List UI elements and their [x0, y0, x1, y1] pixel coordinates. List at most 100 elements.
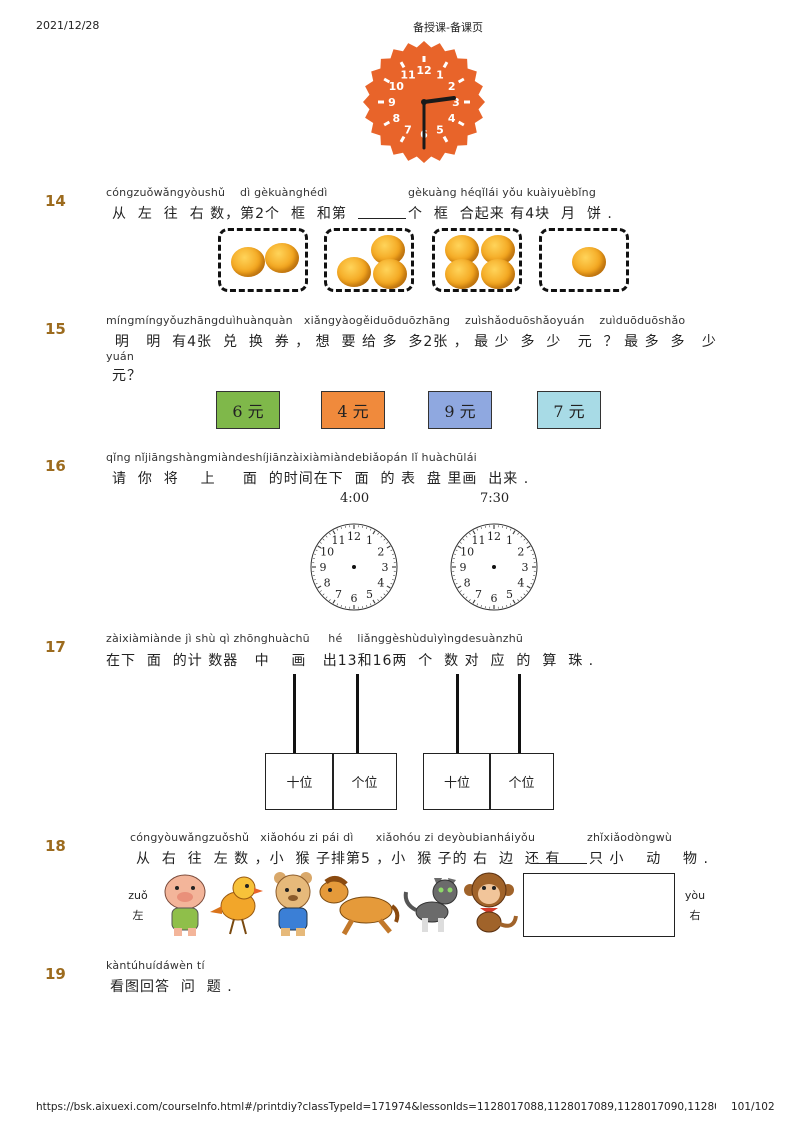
clock-number: 1 — [436, 68, 444, 81]
abacus-rod[interactable] — [518, 674, 521, 754]
q14-pinyin-b: gèkuàng héqǐlái yǒu kuàiyuèbǐng — [408, 186, 597, 199]
clock-number: 1 — [506, 534, 513, 547]
clock-number: 11 — [472, 534, 486, 547]
header-date: 2021/12/28 — [36, 19, 100, 32]
clock-number: 1 — [366, 534, 373, 547]
clock-tick — [366, 526, 368, 530]
clock-tick — [523, 538, 526, 541]
clock-tick — [506, 604, 508, 608]
clock-number: 8 — [392, 112, 400, 125]
clock-tick — [380, 535, 383, 538]
clock-number: 7 — [475, 588, 482, 601]
question-number: 18 — [45, 837, 66, 855]
clock-tick — [476, 603, 479, 606]
coupon-9: 9 元 — [428, 391, 492, 429]
clock-number: 12 — [487, 530, 501, 543]
clock-number: 3 — [382, 561, 389, 574]
clock-tick — [319, 542, 322, 544]
clock-number: 6 — [491, 592, 498, 605]
right-pinyin: yòu — [684, 889, 706, 902]
mooncake-icon — [572, 247, 606, 277]
clock-tick — [526, 585, 531, 589]
clock-number: 4 — [377, 577, 384, 590]
empty-answer-box[interactable] — [523, 873, 675, 937]
clock-tick — [325, 535, 328, 538]
clock-tick — [386, 590, 389, 592]
clock-number: 2 — [377, 546, 384, 559]
mooncake-box — [539, 228, 629, 292]
clock-tick — [383, 120, 391, 127]
clock-tick — [469, 532, 471, 535]
pig-icon — [164, 874, 206, 936]
footer-url[interactable]: https://bsk.aixuexi.com/courseInfo.html#… — [36, 1101, 716, 1113]
clock-tick — [322, 593, 325, 596]
clock-number: 12 — [347, 530, 361, 543]
q16-pinyin: qǐng nǐjiāngshàngmiàndeshíjiānzàixiàmiàn… — [106, 451, 477, 464]
abacus-rod[interactable] — [293, 674, 296, 754]
mooncake-icon — [445, 259, 479, 289]
clock-tick — [531, 579, 535, 581]
left-label: zuǒ 左 — [126, 886, 150, 926]
clock-tick — [457, 585, 462, 589]
clock-tick — [459, 542, 462, 544]
question-number: 14 — [45, 192, 66, 210]
q15-pinyin: míngmíngyǒuzhāngduìhuànquàn xiǎngyàogěid… — [106, 314, 686, 327]
abacus-tens-cell: 十位 — [265, 753, 334, 810]
q14-answer-blank[interactable] — [358, 204, 406, 219]
clock-tick — [462, 593, 465, 596]
mooncake-box — [324, 228, 414, 292]
header-title: 备授课-备课页 — [413, 21, 483, 34]
clock-tick — [442, 61, 449, 69]
clock-tick — [377, 532, 379, 535]
coupon-7: 7 元 — [537, 391, 601, 429]
clock-tick — [530, 549, 533, 552]
clock-tick — [377, 599, 379, 602]
clock-number: 5 — [436, 124, 444, 137]
abacus-rod[interactable] — [456, 674, 459, 754]
left-pinyin: zuǒ — [128, 889, 148, 902]
q15-text: 明 明 有4张 兑 换 券 ， 想 要 给 多 多2张 ， 最 少 多 少 元 … — [104, 334, 717, 350]
clock-tick — [459, 590, 462, 592]
clock-number: 11 — [332, 534, 346, 547]
q18-pinyin-a: cóngyòuwǎngzuǒshǔ xiǎohóu zi pái dì xiǎo… — [130, 831, 536, 844]
clock-number: 9 — [460, 561, 467, 574]
clock-tick — [453, 579, 457, 581]
clock-tick — [383, 593, 386, 596]
clock-tick — [315, 582, 318, 585]
clock-tick — [315, 549, 318, 552]
clock-tick — [399, 135, 406, 143]
left-char: 左 — [132, 909, 144, 922]
clock-tick — [322, 538, 325, 541]
coupon-4: 4 元 — [321, 391, 385, 429]
clock-tick — [506, 526, 508, 530]
clock-tick — [469, 599, 471, 602]
clock-center — [492, 565, 496, 569]
monkey-icon — [464, 872, 518, 933]
clock-tick — [455, 549, 458, 552]
clock-tick — [520, 596, 523, 599]
mooncake-icon — [481, 259, 515, 289]
clock-number: 4 — [517, 577, 524, 590]
q14-text-a: 从 左 往 右 数，第2个 框 和第 — [112, 206, 347, 222]
clock-tick — [512, 599, 516, 604]
clock-tick — [531, 553, 535, 555]
clock-number: 10 — [389, 80, 405, 93]
q16-text: 请 你 将 上 面 的时间在下 面 的 表 盘 里画 出来 . — [112, 471, 530, 487]
clock-tick — [386, 542, 389, 544]
clock-tick — [517, 532, 519, 535]
clock-tick — [313, 553, 317, 555]
clock-number: 10 — [320, 546, 334, 559]
q18-text-a: 从 右 往 左 数 ，小 猴 子排第5 ，小 猴 子的 右 边 还 有 — [136, 851, 561, 867]
mooncake-icon — [337, 257, 371, 287]
q17-pinyin: zàixiàmiànde jì shù qì zhōnghuàchū hé li… — [106, 632, 524, 645]
abacus-rod[interactable] — [356, 674, 359, 754]
q18-answer-blank[interactable] — [531, 849, 587, 864]
clock-number: 12 — [416, 64, 431, 77]
clock-tick — [336, 603, 339, 606]
clock-number: 11 — [400, 68, 415, 81]
clock-tick — [319, 590, 322, 592]
clock-tick — [455, 582, 458, 585]
